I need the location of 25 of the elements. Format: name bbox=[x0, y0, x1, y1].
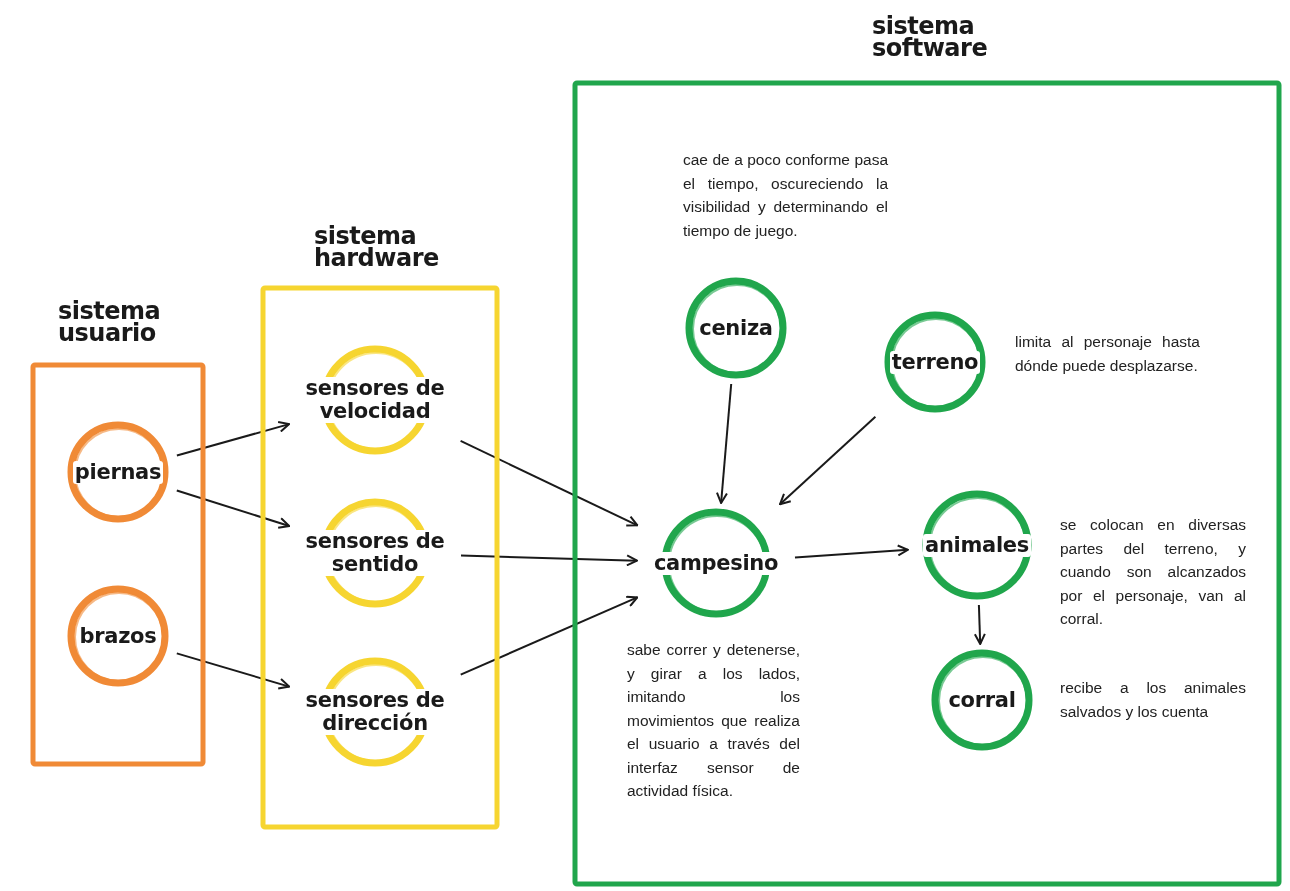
description-text: se colocan en diversas partes del terreno, y cuando son alcanzados por el personaje, van al corral. bbox=[1060, 515, 1246, 629]
entity-label: piernas bbox=[72, 460, 164, 484]
description-text: cae de a poco conforme pasa el tiempo, oscureciendo la visibilidad y determinando el tiempo de juego. bbox=[683, 150, 888, 241]
group-title: sistema software bbox=[872, 15, 989, 59]
group-title: sistema usuario bbox=[58, 300, 162, 344]
arrow bbox=[460, 554, 638, 567]
entity-label: terreno bbox=[889, 350, 981, 374]
arrow bbox=[175, 652, 291, 690]
arrow bbox=[175, 421, 291, 457]
entity-label: campesino bbox=[651, 551, 781, 575]
arrow bbox=[973, 604, 986, 645]
description-text: recibe a los animales salvados y los cuenta bbox=[1060, 678, 1246, 722]
arrow bbox=[779, 415, 877, 506]
arrow bbox=[459, 595, 639, 676]
system-group bbox=[260, 225, 500, 830]
description-text: sabe correr y detenerse, y girar a los lados, imitando los movimientos que realiza el usuario a través del interfaz sensor de actividad física. bbox=[627, 640, 800, 801]
entity-label: animales bbox=[923, 533, 1031, 557]
description-text: limita al personaje hasta dónde puede desplazarse. bbox=[1015, 332, 1200, 376]
system-group bbox=[30, 300, 206, 767]
arrow bbox=[715, 383, 733, 504]
arrow bbox=[175, 489, 291, 529]
system-group bbox=[572, 15, 1282, 887]
arrow bbox=[794, 544, 909, 559]
group-title: sistema hardware bbox=[314, 225, 440, 269]
arrow bbox=[459, 439, 639, 527]
